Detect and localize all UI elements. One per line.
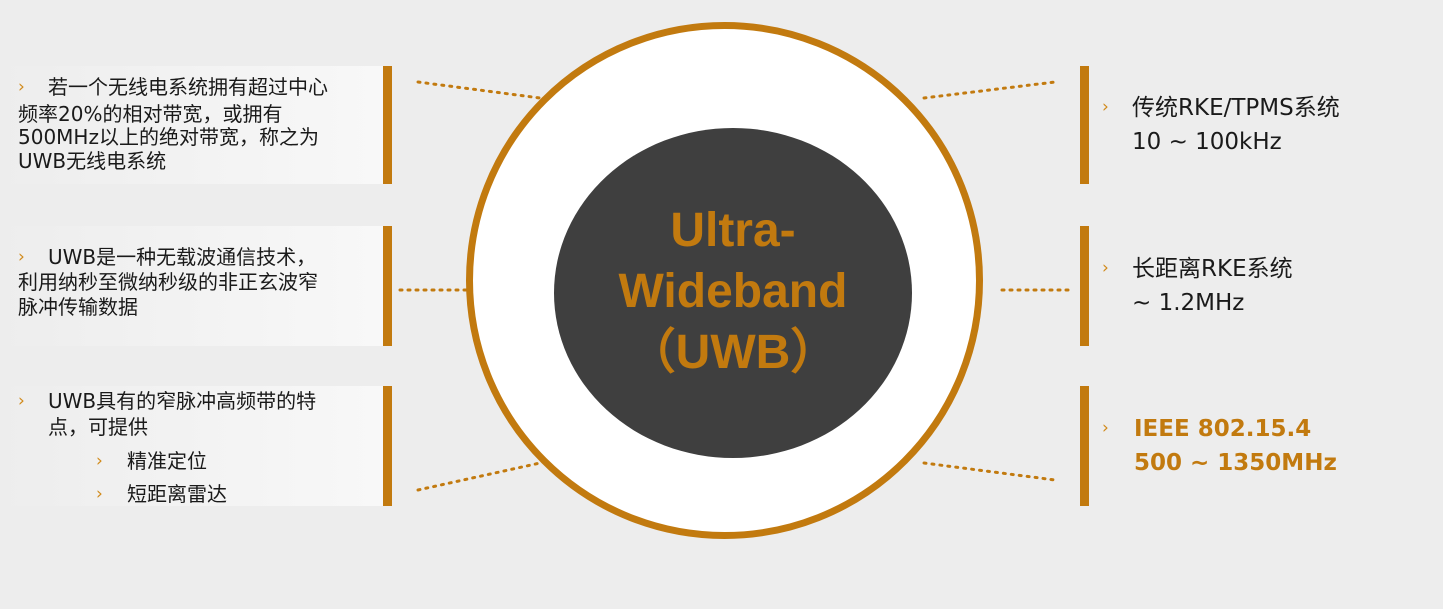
bullet-icon: › — [96, 484, 103, 504]
bullet-icon: › — [96, 451, 103, 471]
right-item-long-range-rke-range: ~ 1.2MHz — [1132, 290, 1245, 316]
left-subitem-positioning: 精准定位 — [127, 449, 207, 473]
bullet-icon: › — [1102, 97, 1109, 117]
connector-right-top — [922, 80, 1057, 100]
left-panel-definition — [0, 66, 383, 184]
right-item-long-range-rke-name: 长距离RKE系统 — [1132, 256, 1293, 282]
center-title-line-2: Wideband — [618, 264, 848, 318]
left-item-definition-line-1: 若一个无线电系统拥有超过中心 — [48, 75, 328, 99]
left-item-technology-line-2: 利用纳秒至微纳秒级的非正玄波窄 — [18, 270, 318, 294]
right-bar-rke-tpms — [1080, 66, 1089, 184]
left-item-definition-line-3: 500MHz以上的绝对带宽，称之为 — [18, 125, 319, 149]
right-item-rke-tpms-name: 传统RKE/TPMS系统 — [1132, 95, 1340, 121]
bullet-icon: › — [18, 391, 25, 411]
connector-right-bottom — [922, 461, 1057, 482]
left-subitem-radar: 短距离雷达 — [127, 482, 227, 506]
left-panel-features — [0, 386, 383, 506]
bullet-icon: › — [18, 247, 25, 267]
center-title-line-3: （UWB） — [627, 325, 839, 379]
left-item-technology-line-3: 脉冲传输数据 — [18, 295, 138, 319]
right-bar-ieee — [1080, 386, 1089, 506]
bullet-icon: › — [1102, 258, 1109, 278]
right-item-rke-tpms-range: 10 ~ 100kHz — [1132, 129, 1282, 155]
connector-left-top — [416, 80, 542, 100]
center-title-line-1: Ultra- — [670, 203, 796, 257]
left-item-features-line-1: UWB具有的窄脉冲高频带的特 — [48, 389, 317, 413]
left-bar-technology — [383, 226, 392, 346]
right-bar-long-range-rke — [1080, 226, 1089, 346]
center-title: Ultra- Wideband （UWB） — [619, 200, 848, 383]
connector-left-bottom — [416, 461, 542, 492]
bullet-icon: › — [18, 77, 25, 97]
center-disc: Ultra- Wideband （UWB） — [554, 128, 912, 458]
left-bar-definition — [383, 66, 392, 184]
left-bar-features — [383, 386, 392, 506]
bullet-icon: › — [1102, 418, 1109, 438]
left-item-definition-line-4: UWB无线电系统 — [18, 149, 167, 173]
left-item-definition-line-2: 频率20%的相对带宽，或拥有 — [18, 102, 283, 126]
left-item-technology-line-1: UWB是一种无载波通信技术， — [48, 245, 317, 269]
left-item-features-line-2: 点，可提供 — [48, 415, 148, 439]
left-panel-technology — [0, 226, 383, 346]
right-item-ieee-name: IEEE 802.15.4 — [1134, 416, 1312, 442]
right-item-ieee-range: 500 ~ 1350MHz — [1134, 450, 1337, 476]
